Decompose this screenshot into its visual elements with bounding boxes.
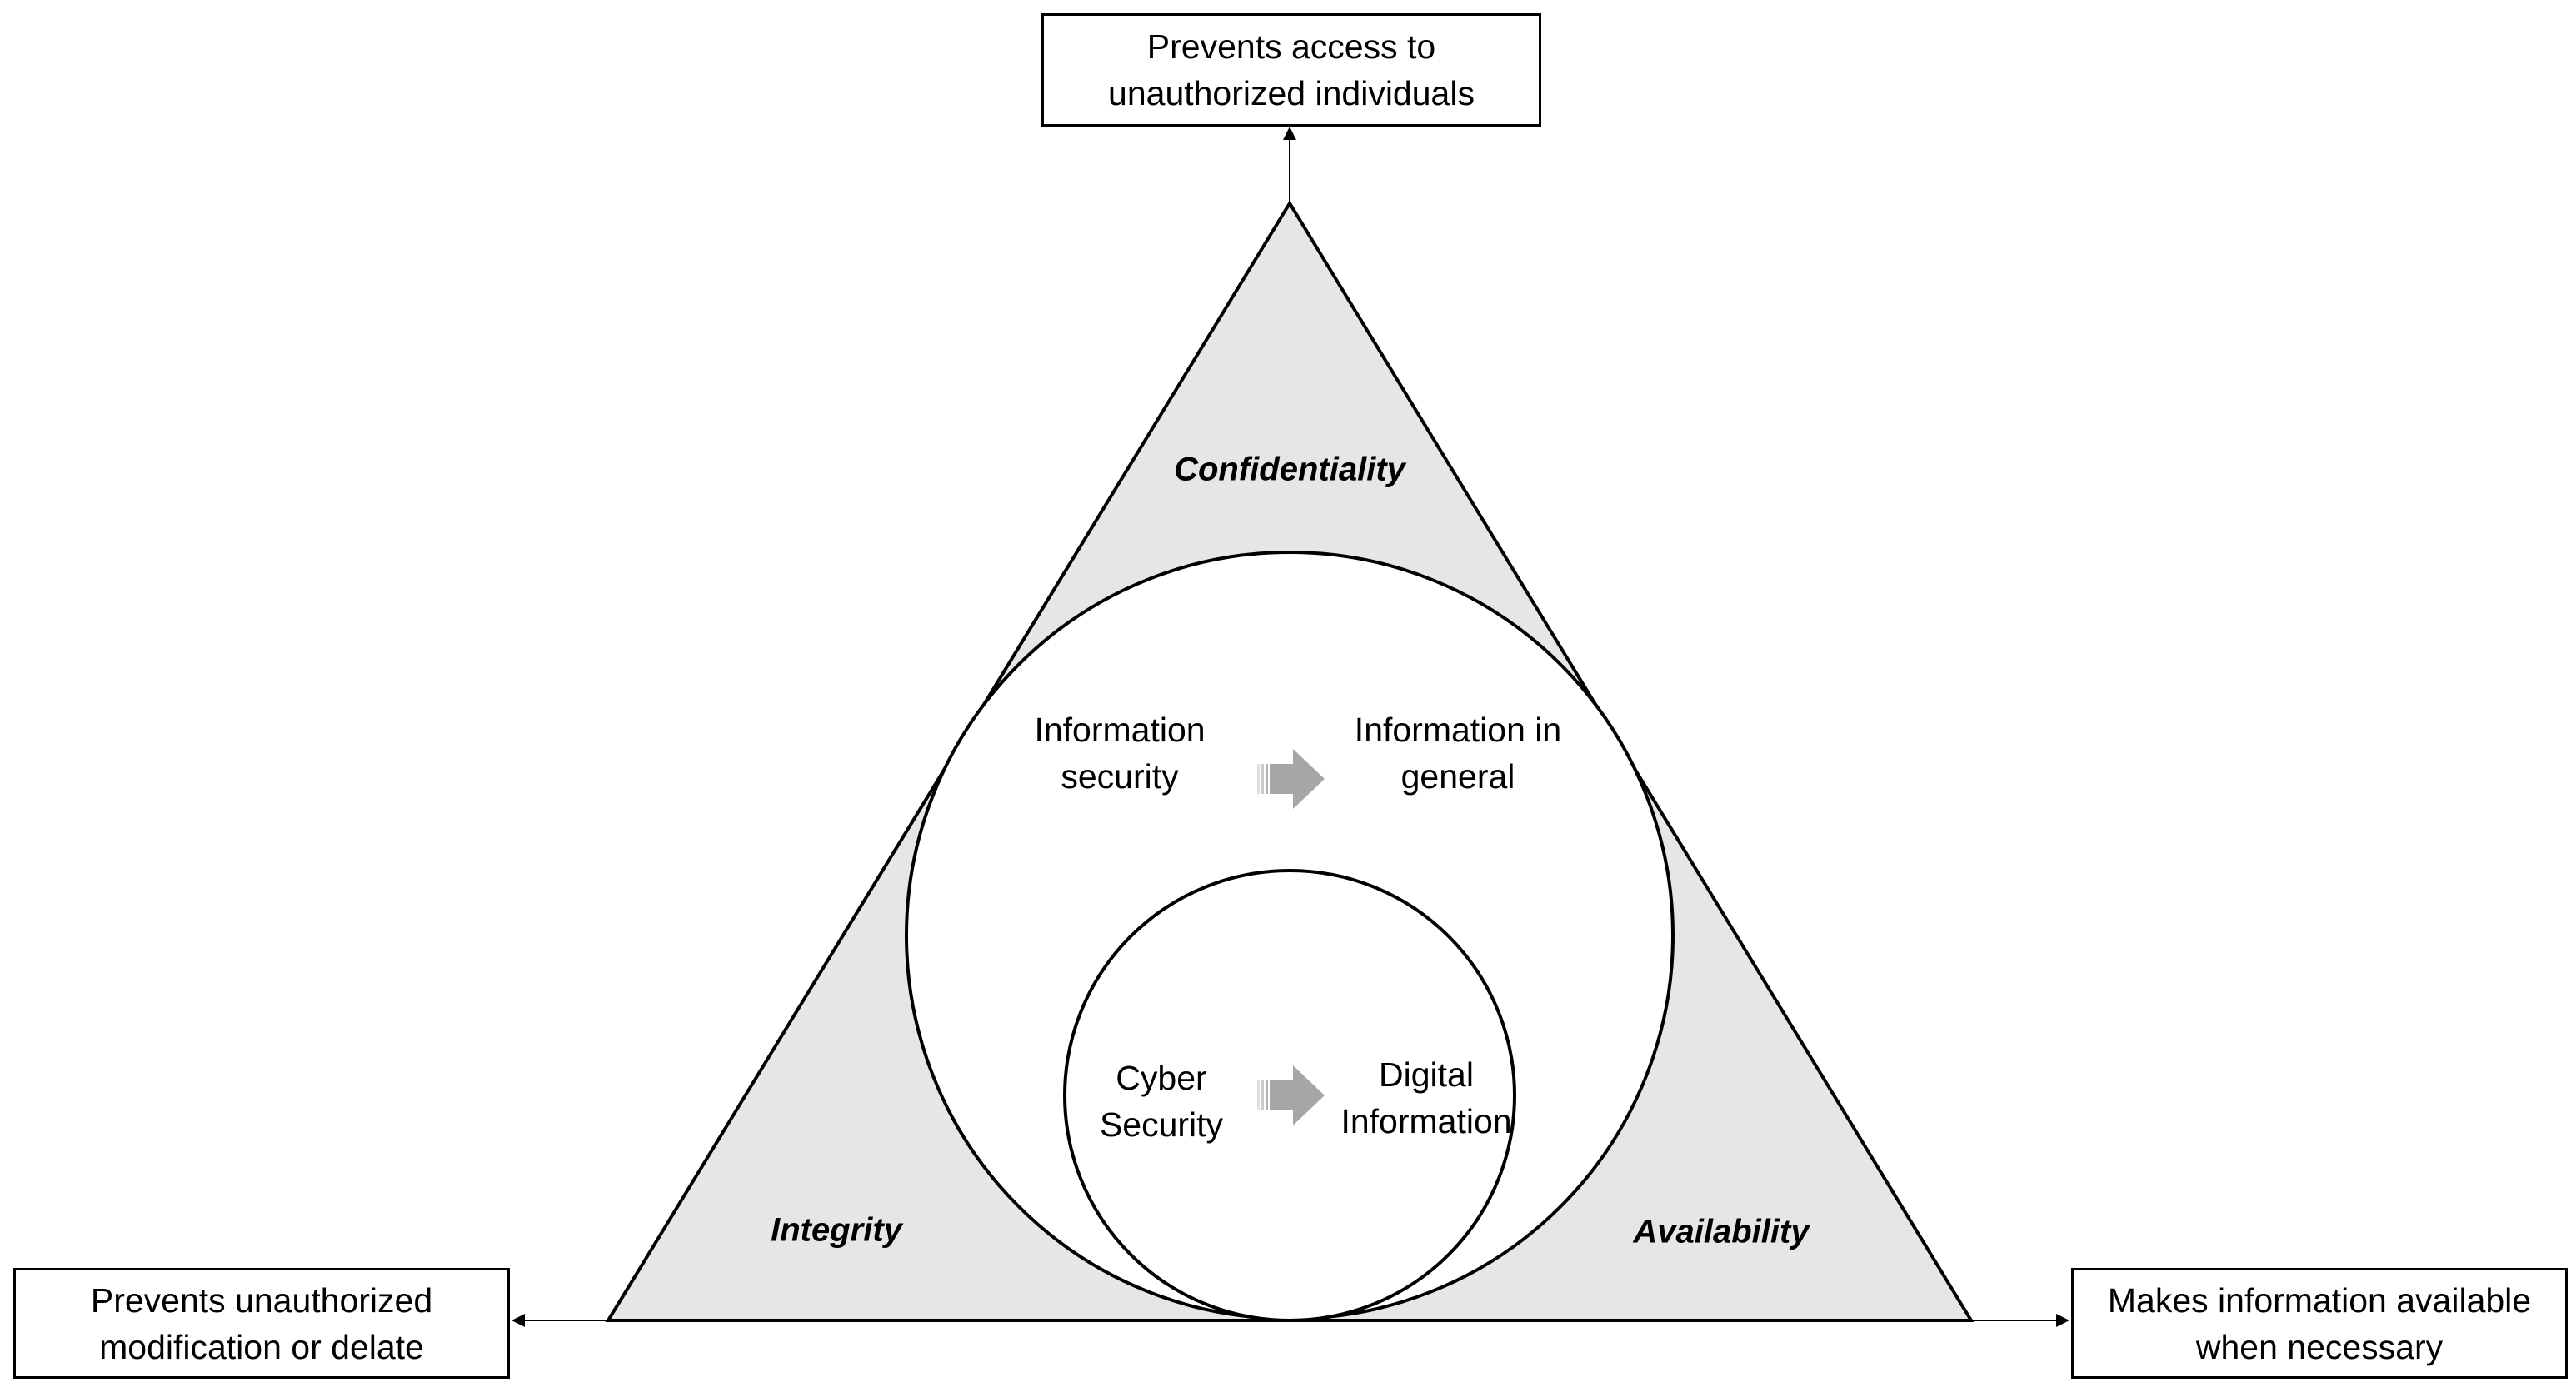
box-availability-description: Makes information available when necessa… [2071, 1268, 2568, 1379]
box-integrity-description: Prevents unauthorized modification or de… [13, 1268, 510, 1379]
text-cyber-line2: Security [1099, 1105, 1224, 1144]
label-integrity: Integrity [771, 1211, 902, 1249]
box-right-line1: Makes information available [2107, 1280, 2532, 1320]
arrow-inner-icon [1257, 1065, 1325, 1125]
box-left-line2: modification or delate [99, 1327, 424, 1366]
arrowhead-left [512, 1314, 525, 1327]
text-digital-information: Digital Information [1340, 1051, 1511, 1145]
text-information-security: Information security [1034, 706, 1205, 800]
box-left-line1: Prevents unauthorized [90, 1280, 433, 1320]
box-top-line1: Prevents access to [1146, 27, 1436, 66]
arrow-outer-icon [1257, 749, 1325, 809]
text-information-in-general: Information in general [1355, 706, 1561, 800]
box-top-line2: unauthorized individuals [1108, 74, 1475, 112]
label-confidentiality: Confidentiality [1174, 451, 1405, 488]
text-infogen-line1: Information in [1354, 711, 1562, 749]
arrowhead-top [1283, 127, 1296, 140]
arrowhead-right [2056, 1314, 2069, 1327]
box-confidentiality-description: Prevents access to unauthorized individu… [1041, 13, 1541, 127]
text-infosec-line2: security [1061, 757, 1179, 796]
label-availability: Availability [1633, 1213, 1810, 1250]
text-cyber-security: Cyber Security [1100, 1055, 1223, 1148]
text-digital-line2: Information [1340, 1102, 1512, 1140]
box-right-line2: when necessary [2195, 1327, 2444, 1366]
text-cyber-line1: Cyber [1116, 1059, 1207, 1097]
text-infosec-line1: Information [1034, 711, 1206, 749]
text-digital-line1: Digital [1379, 1055, 1474, 1094]
text-infogen-line2: general [1400, 757, 1515, 796]
